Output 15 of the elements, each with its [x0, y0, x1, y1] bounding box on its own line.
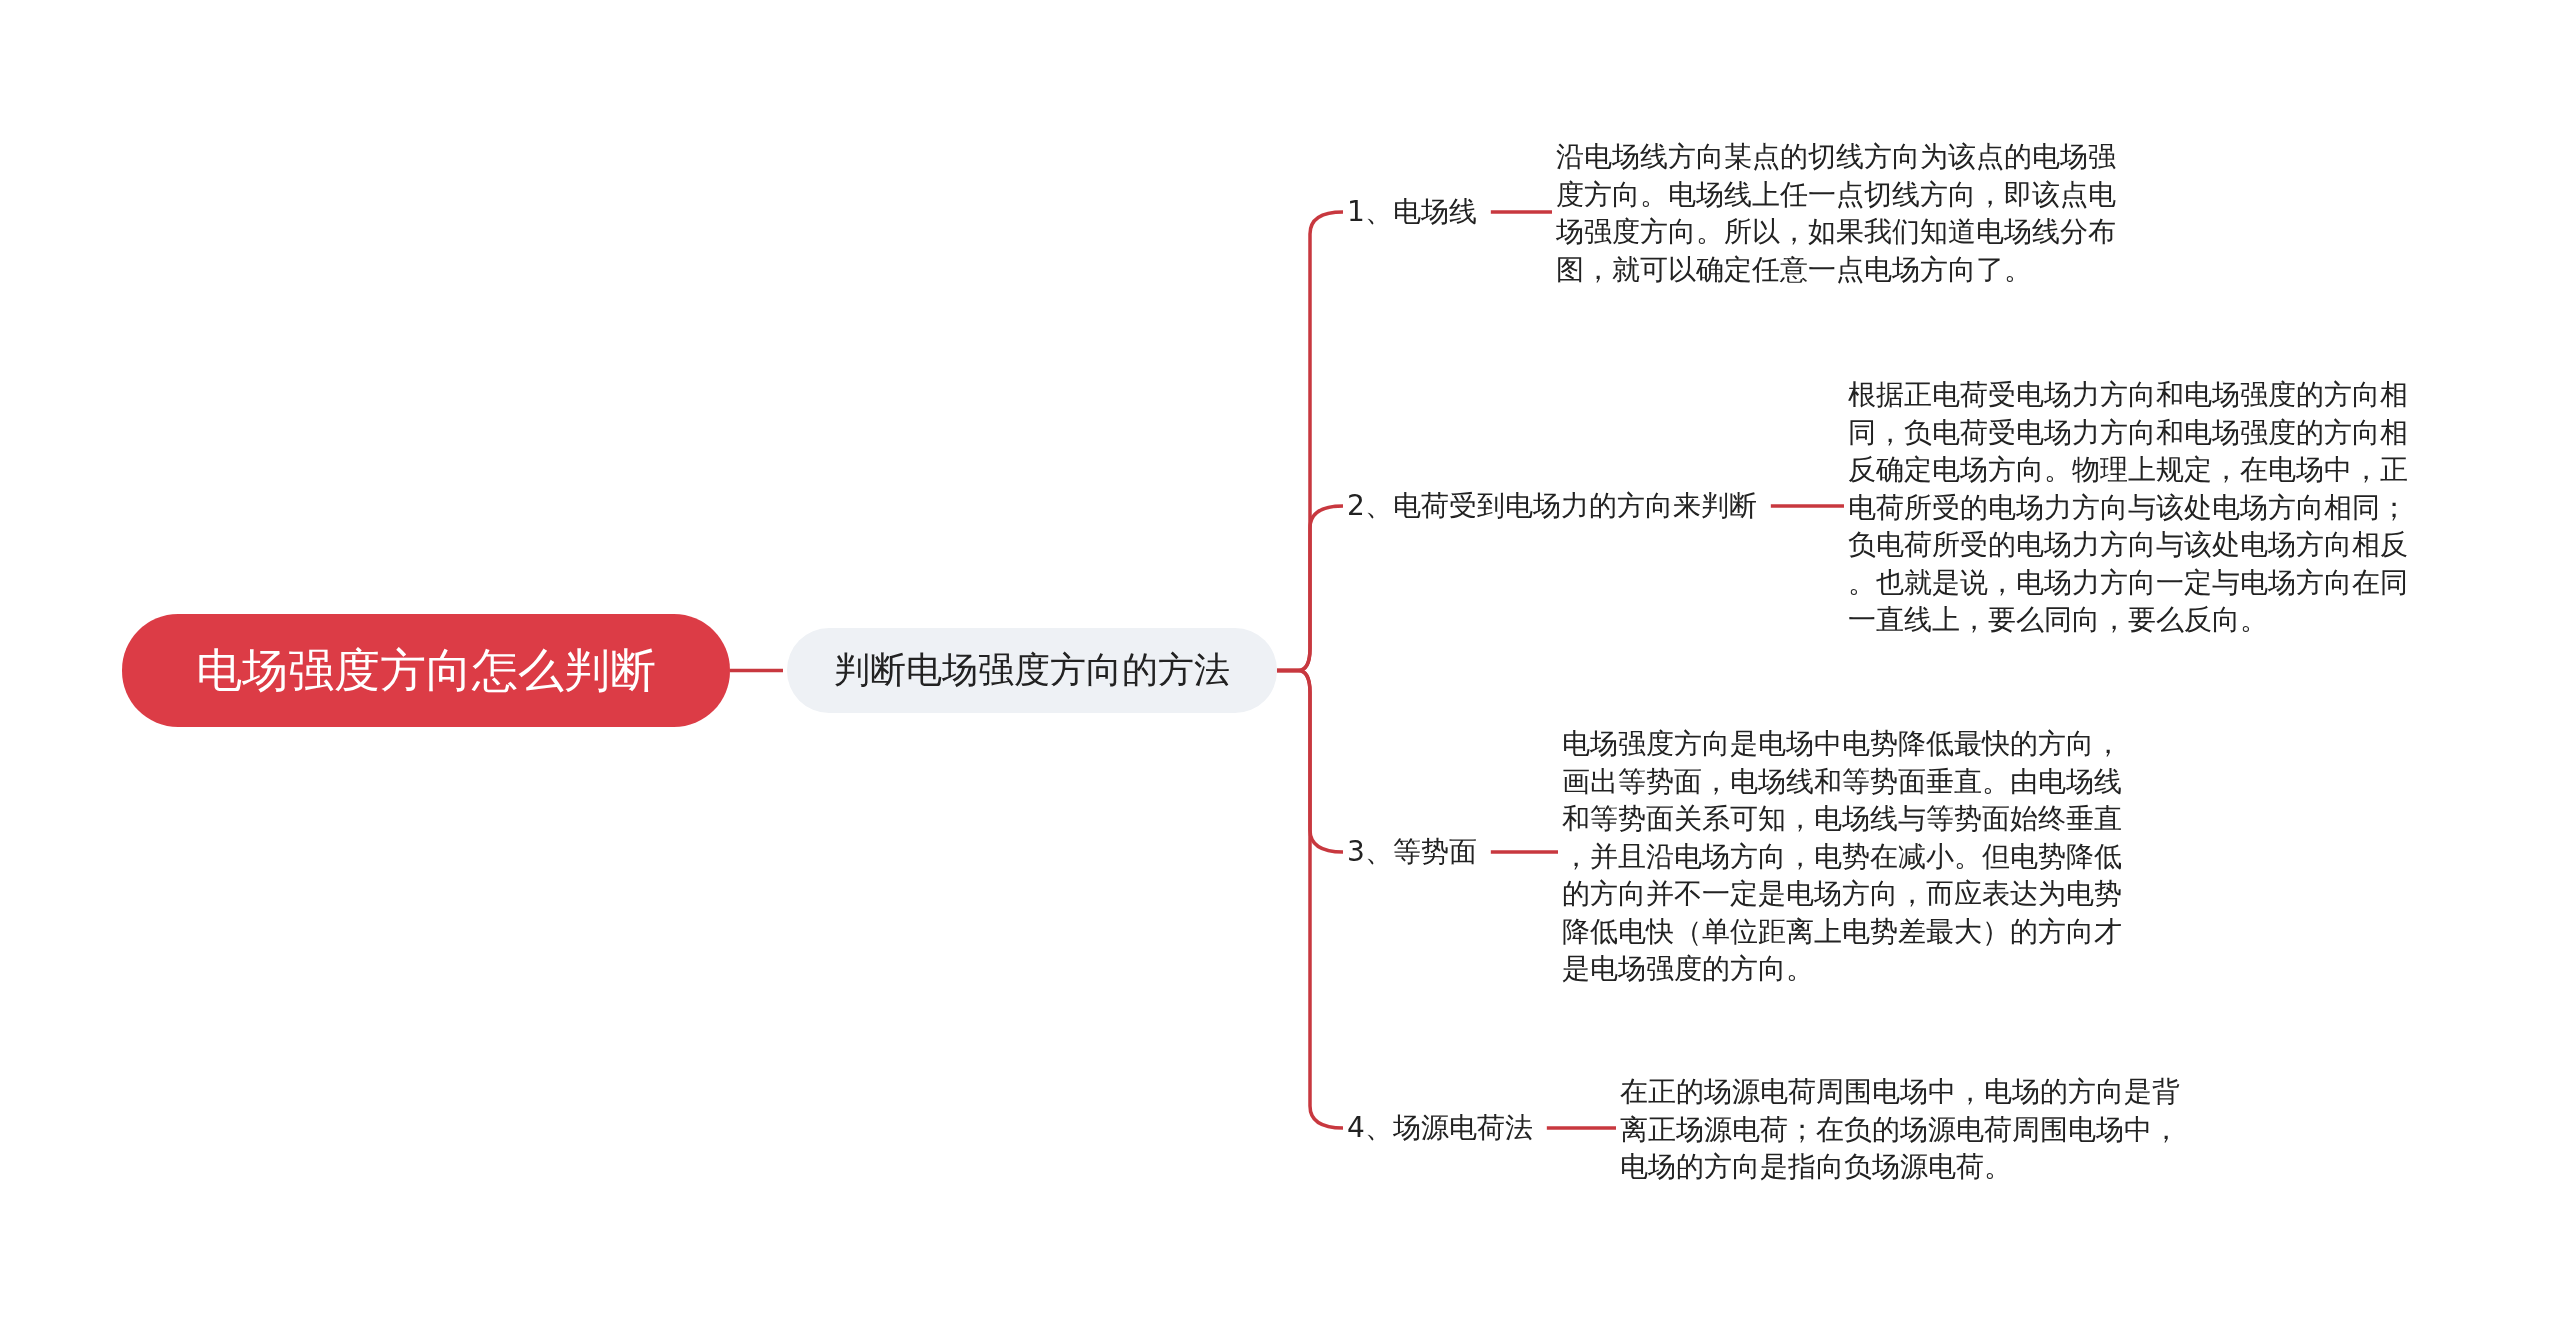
- branch-label: 2、电荷受到电场力的方向来判断: [1347, 486, 1787, 526]
- branch-label: 1、电场线: [1347, 192, 1497, 232]
- connector-line: [1490, 850, 1558, 854]
- description-text: 电场强度方向是电场中电势降低最快的方向，画出等势面，电场线和等势面垂直。由电场线和等势面关系可知，电场线与等势面始终垂直，并且沿电场方向，电势在减小。但电势降低的方向并不一定是电场方向，而应表达为电势降低电快（单位距离上电势差最大）的方向才是电场强度的方向。: [1562, 725, 2142, 990]
- connector-line: [1490, 210, 1552, 214]
- description-text: 根据正电荷受电场力方向和电场强度的方向相同，负电荷受电场力方向和电场强度的方向相反确定电场方向。物理上规定，在电场中，正电荷所受的电场力方向与该处电场方向相同；负电荷所受的电场力方向与该处电场方向相反。也就是说，电场力方向一定与电场方向在同一直线上，要么同向，要么反向。: [1848, 376, 2428, 641]
- connector-line: [1770, 504, 1844, 508]
- connector-line: [1546, 1126, 1616, 1130]
- central-topic-box: 判断电场强度方向的方法: [787, 628, 1277, 713]
- branch-label: 4、场源电荷法: [1347, 1108, 1557, 1148]
- root-topic-box: 电场强度方向怎么判断: [122, 614, 730, 727]
- branch-label: 3、等势面: [1347, 832, 1497, 872]
- connector-line: [730, 668, 783, 673]
- description-text: 沿电场线方向某点的切线方向为该点的电场强度方向。电场线上任一点切线方向，即该点电场强度方向。所以，如果我们知道电场线分布图，就可以确定任意一点电场方向了。: [1556, 138, 2136, 288]
- description-text: 在正的场源电荷周围电场中，电场的方向是背离正场源电荷；在负的场源电荷周围电场中，电场的方向是指向负场源电荷。: [1620, 1073, 2200, 1188]
